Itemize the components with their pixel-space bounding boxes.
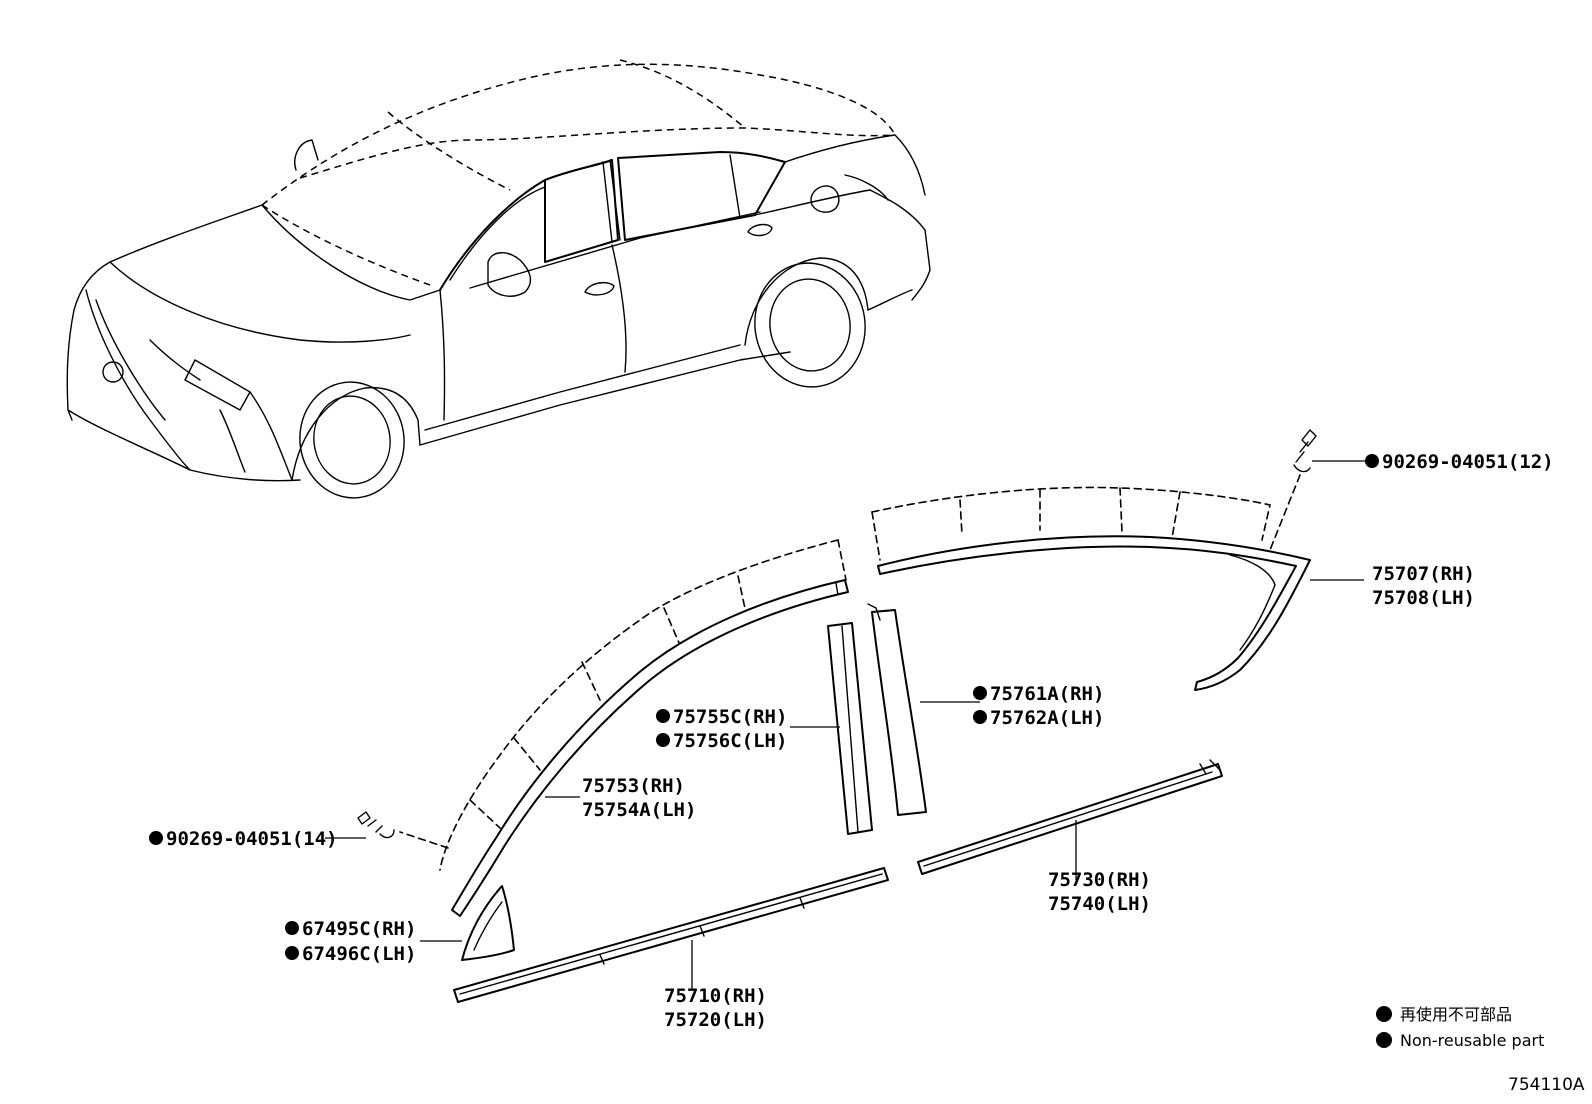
non-reusable-marker: [285, 921, 299, 935]
rear-belt-molding: [917, 759, 1223, 875]
label-rear-pillar-rh: 75761A(RH): [990, 683, 1104, 705]
non-reusable-marker: [285, 946, 299, 960]
label-front-belt-lh: 75720(LH): [664, 1009, 767, 1031]
label-clip-12: 90269-04051(12): [1382, 451, 1554, 473]
non-reusable-marker: [973, 686, 987, 700]
label-roof-molding-rh: 75707(RH): [1372, 563, 1475, 585]
label-rear-belt-rh: 75730(RH): [1048, 869, 1151, 891]
center-pillar-garnish: [827, 622, 873, 835]
roof-molding: [877, 535, 1311, 691]
legend-jp: 再使用不可部品: [1400, 1005, 1512, 1024]
rear-pillar-garnish: [867, 603, 927, 816]
label-corner-piece-rh: 67495C(RH): [302, 918, 416, 940]
legend-marker-icon: [1376, 1006, 1392, 1022]
label-center-pillar-lh: 75756C(LH): [673, 730, 787, 752]
label-clip-14: 90269-04051(14): [166, 828, 338, 850]
corner-piece: [461, 885, 515, 961]
non-reusable-marker: [656, 709, 670, 723]
label-rear-pillar-lh: 75762A(LH): [990, 707, 1104, 729]
non-reusable-marker: [656, 733, 670, 747]
clip-12: [1269, 429, 1317, 551]
diagram-id: 754110A: [1508, 1075, 1585, 1095]
label-rear-belt-lh: 75740(LH): [1048, 893, 1151, 915]
label-roof-molding-lh: 75708(LH): [1372, 587, 1475, 609]
non-reusable-marker: [973, 710, 987, 724]
legend-marker-icon: [1376, 1032, 1392, 1048]
front-pillar-molding: [451, 579, 849, 917]
legend-en: Non-reusable part: [1400, 1031, 1544, 1050]
label-front-pillar-lh: 75754A(LH): [582, 799, 696, 821]
non-reusable-marker: [149, 831, 163, 845]
vehicle-illustration: [66, 59, 931, 499]
non-reusable-marker: [1365, 454, 1379, 468]
label-corner-piece-lh: 67496C(LH): [302, 943, 416, 965]
front-belt-molding: [453, 867, 889, 1003]
label-front-belt-rh: 75710(RH): [664, 985, 767, 1007]
label-front-pillar-rh: 75753(RH): [582, 775, 685, 797]
clip-14: [357, 811, 395, 839]
legend: 再使用不可部品 Non-reusable part: [1376, 1005, 1544, 1050]
label-center-pillar-rh: 75755C(RH): [673, 706, 787, 728]
